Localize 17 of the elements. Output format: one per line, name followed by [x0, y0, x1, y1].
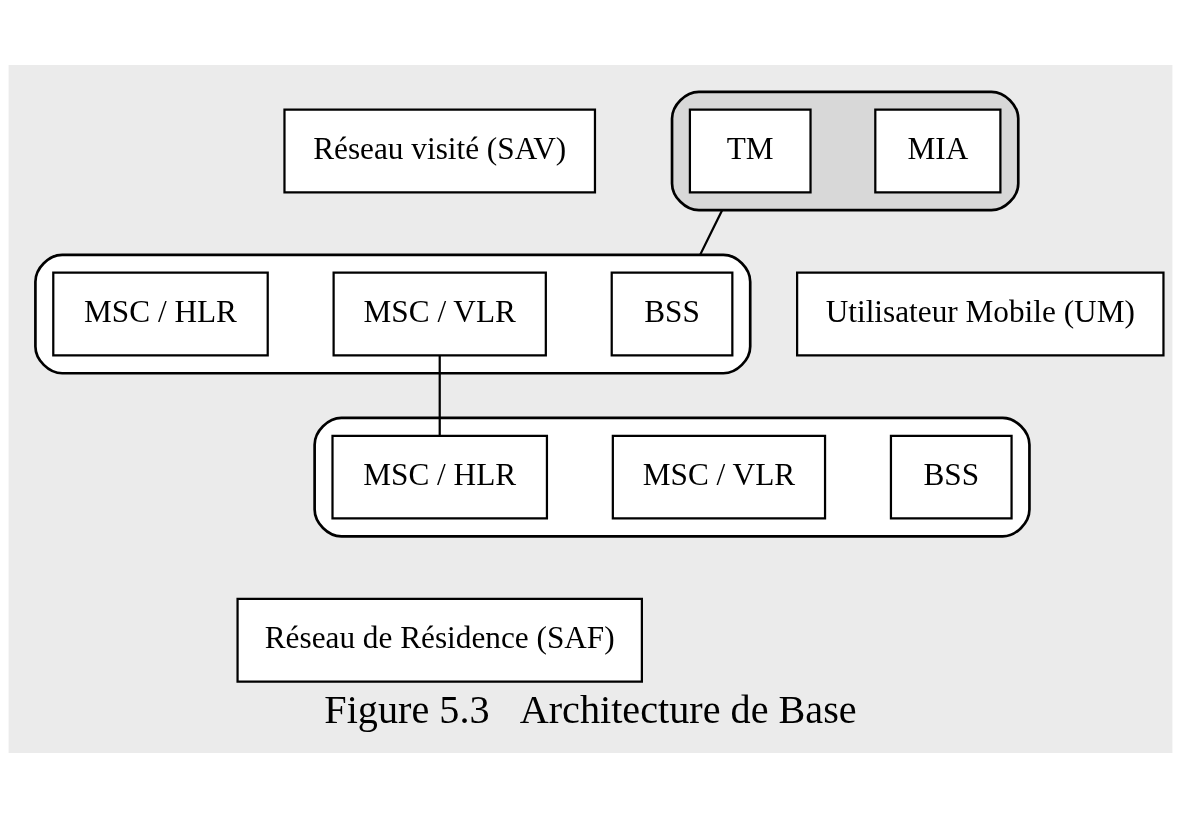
node-box: Utilisateur Mobile (UM)	[796, 271, 1165, 357]
node-box: MSC / HLR	[331, 434, 549, 520]
node-box: TM	[688, 108, 812, 194]
node-box: BSS	[889, 434, 1013, 520]
node-box: MSC / VLR	[611, 434, 827, 520]
caption: Figure 5.3 Architecture de Base	[324, 686, 857, 732]
connector	[438, 355, 441, 436]
cluster	[313, 416, 1031, 538]
cluster	[670, 90, 1020, 212]
node-box: Réseau visité (SAV)	[283, 108, 597, 194]
node-box: MSC / HLR	[52, 271, 269, 357]
connector	[699, 209, 724, 256]
node-box: MSC / VLR	[332, 271, 547, 357]
node-box: BSS	[610, 271, 734, 357]
cluster	[34, 253, 752, 375]
node-box: Réseau de Résidence (SAF)	[236, 597, 643, 683]
node-box: MIA	[874, 108, 1002, 194]
